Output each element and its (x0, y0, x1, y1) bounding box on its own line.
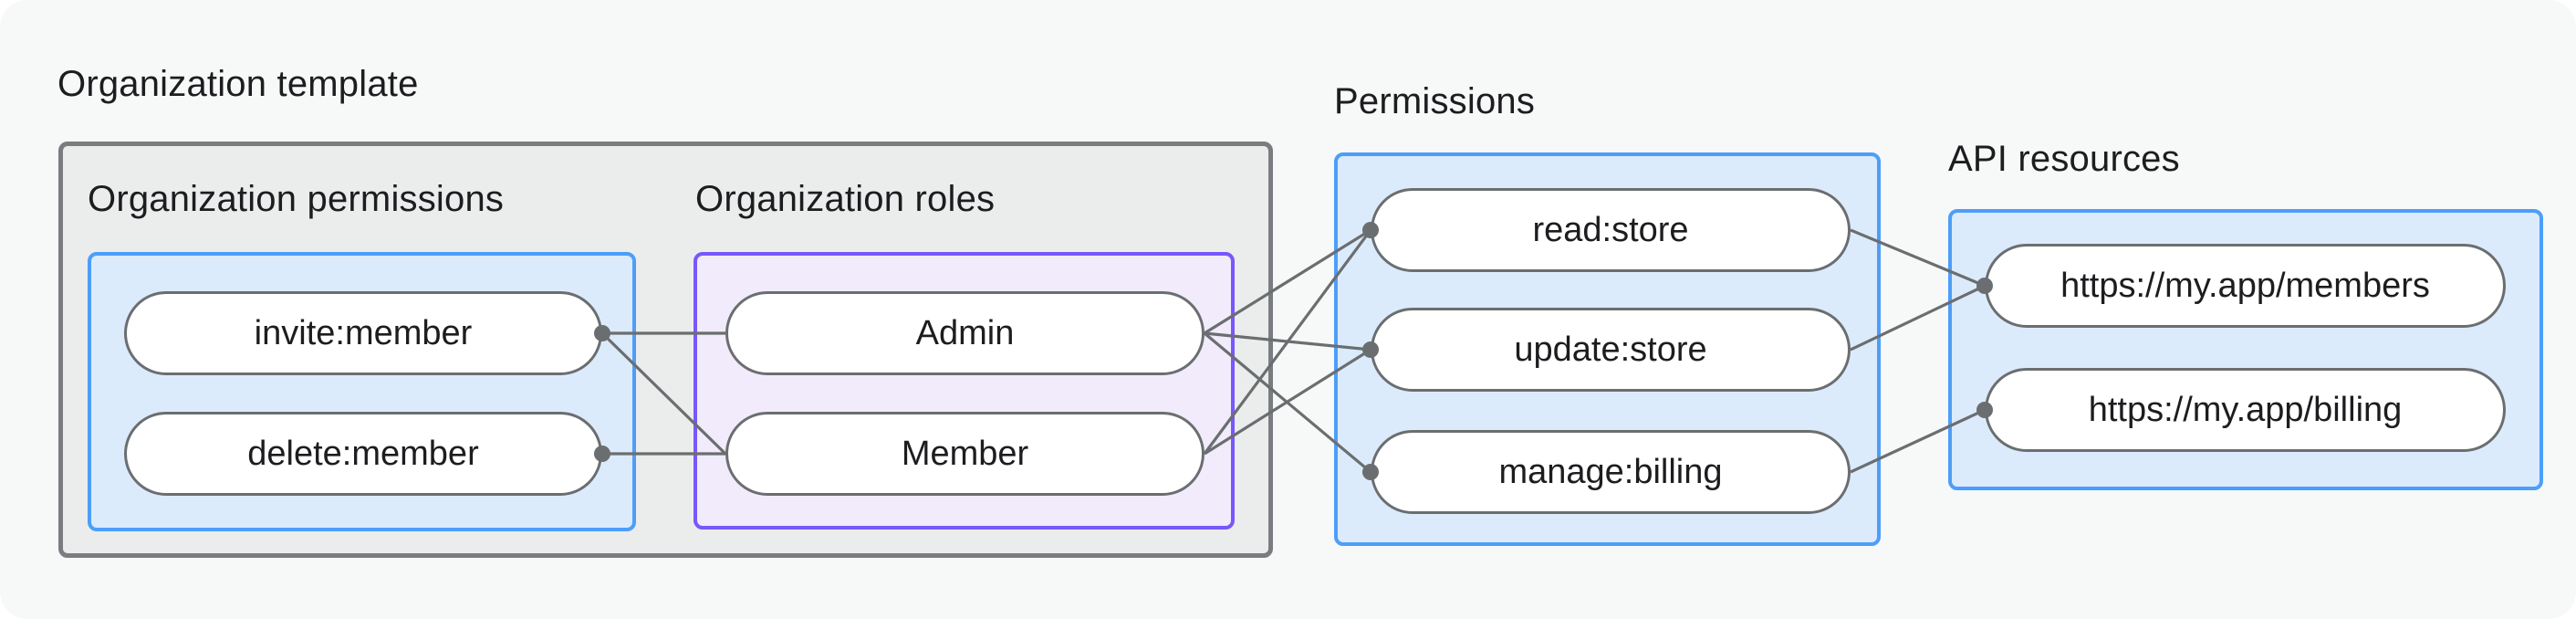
node-manage-billing: manage:billing (1371, 430, 1851, 514)
node-api-billing: https://my.app/billing (1985, 368, 2506, 452)
permissions-label: Permissions (1334, 81, 1536, 121)
node-delete-member: delete:member (124, 412, 602, 496)
org-roles-label: Organization roles (695, 179, 996, 219)
node-invite-member: invite:member (124, 291, 602, 375)
org-permissions-label: Organization permissions (88, 179, 505, 219)
node-read-store: read:store (1371, 188, 1851, 272)
node-api-members: https://my.app/members (1985, 244, 2506, 328)
node-member: Member (725, 412, 1205, 496)
node-admin: Admin (725, 291, 1205, 375)
org-template-label: Organization template (57, 64, 419, 104)
api-resources-label: API resources (1948, 139, 2180, 179)
node-update-store: update:store (1371, 308, 1851, 392)
